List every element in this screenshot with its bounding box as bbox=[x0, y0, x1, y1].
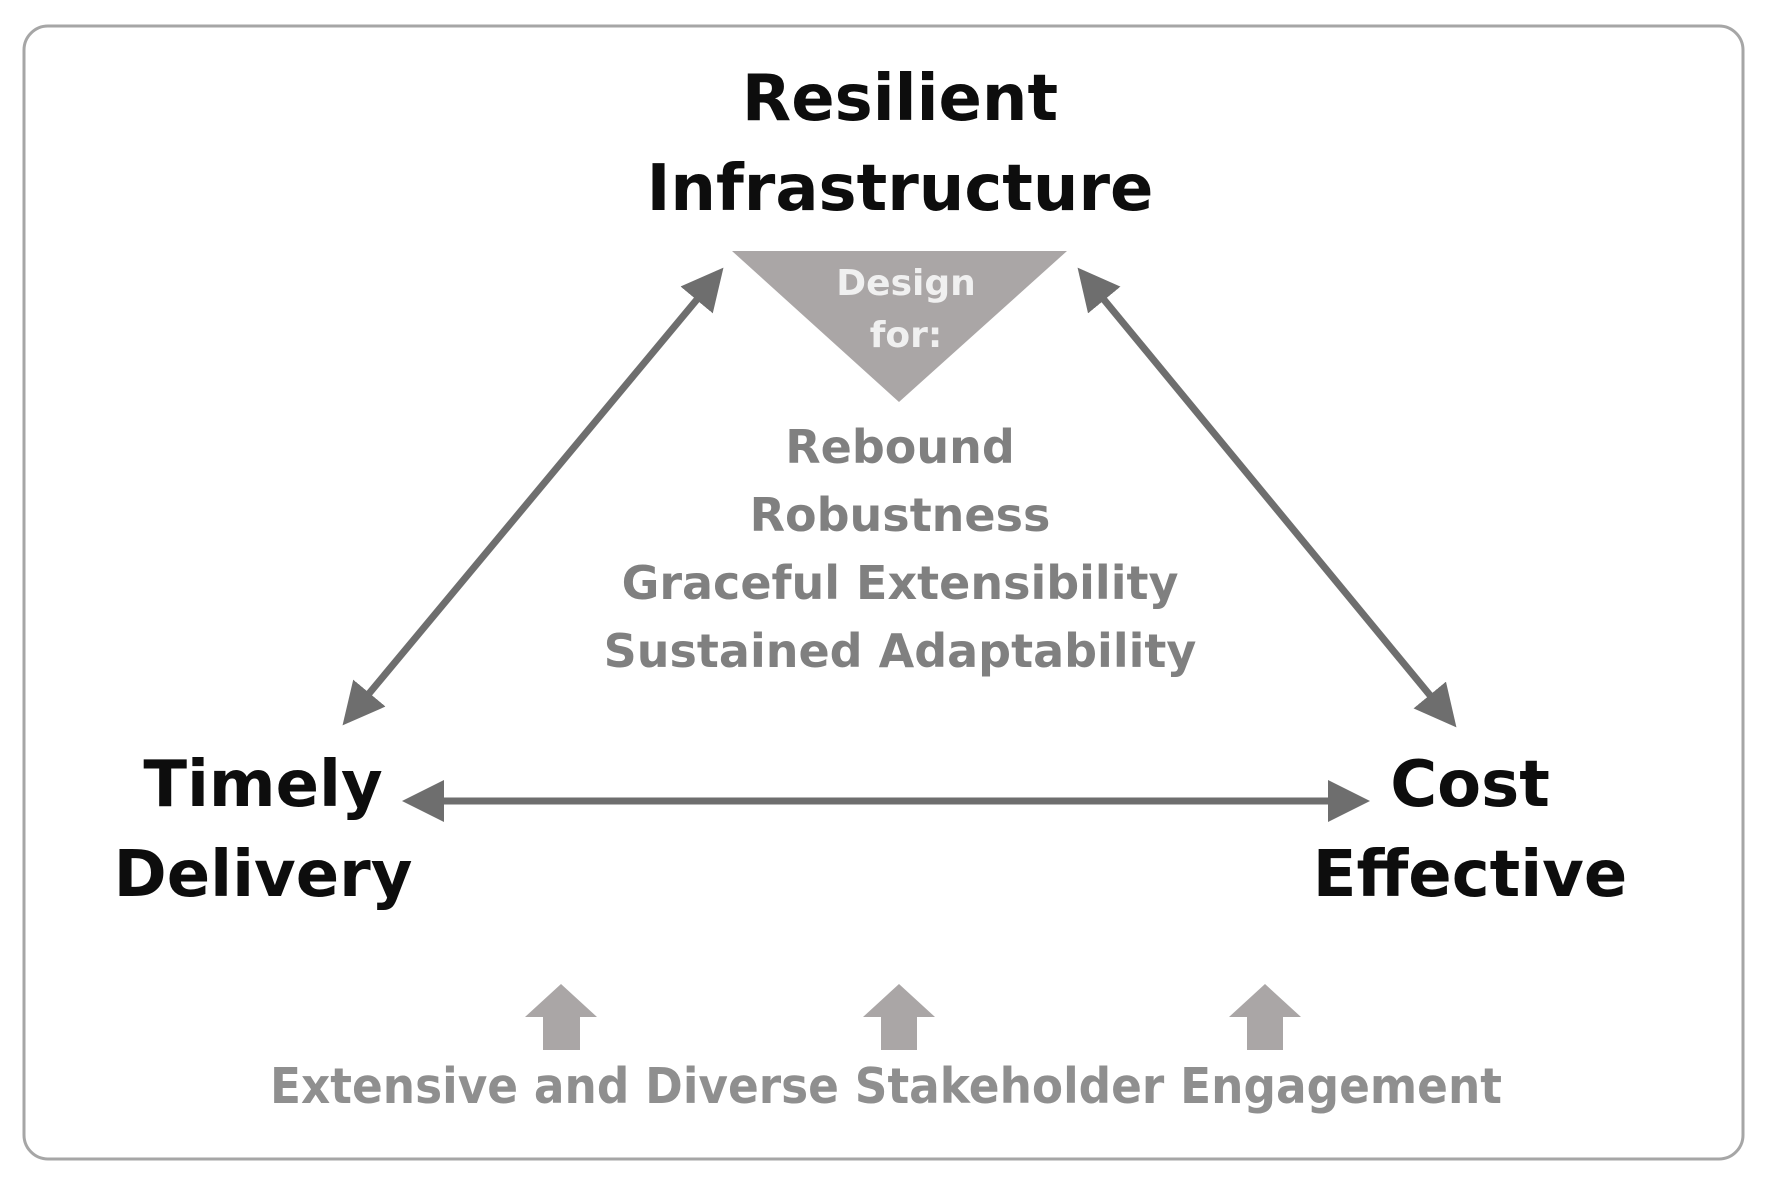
node-left-line2: Delivery bbox=[114, 838, 413, 912]
design-label-line2: for: bbox=[870, 315, 943, 356]
node-timely-delivery: Timely Delivery bbox=[114, 748, 413, 912]
node-resilient-infrastructure: Resilient Infrastructure bbox=[647, 62, 1154, 226]
block-up-arrow-icon-1 bbox=[525, 984, 597, 1050]
block-up-arrow-icon-2 bbox=[863, 984, 935, 1050]
design-label-line1: Design bbox=[836, 263, 975, 304]
inverted-triangle-icon bbox=[732, 251, 1067, 402]
design-goal-graceful-extensibility: Graceful Extensibility bbox=[622, 556, 1179, 610]
stakeholder-engagement-label: Extensive and Diverse Stakeholder Engage… bbox=[270, 1058, 1502, 1115]
design-goal-rebound: Rebound bbox=[785, 420, 1015, 474]
node-top-line1: Resilient bbox=[742, 62, 1058, 136]
design-goal-sustained-adaptability: Sustained Adaptability bbox=[604, 624, 1197, 678]
block-up-arrow-icon-3 bbox=[1229, 984, 1301, 1050]
node-top-line2: Infrastructure bbox=[647, 152, 1154, 226]
double-headed-arrow-icon-left bbox=[342, 267, 724, 726]
node-right-line1: Cost bbox=[1390, 748, 1550, 822]
double-headed-arrow-icon-right bbox=[1077, 267, 1457, 728]
design-funnel: Design for: bbox=[732, 251, 1067, 402]
node-cost-effective: Cost Effective bbox=[1313, 748, 1628, 912]
node-right-line2: Effective bbox=[1313, 838, 1628, 912]
design-goal-robustness: Robustness bbox=[750, 488, 1051, 542]
node-left-line1: Timely bbox=[143, 748, 382, 822]
